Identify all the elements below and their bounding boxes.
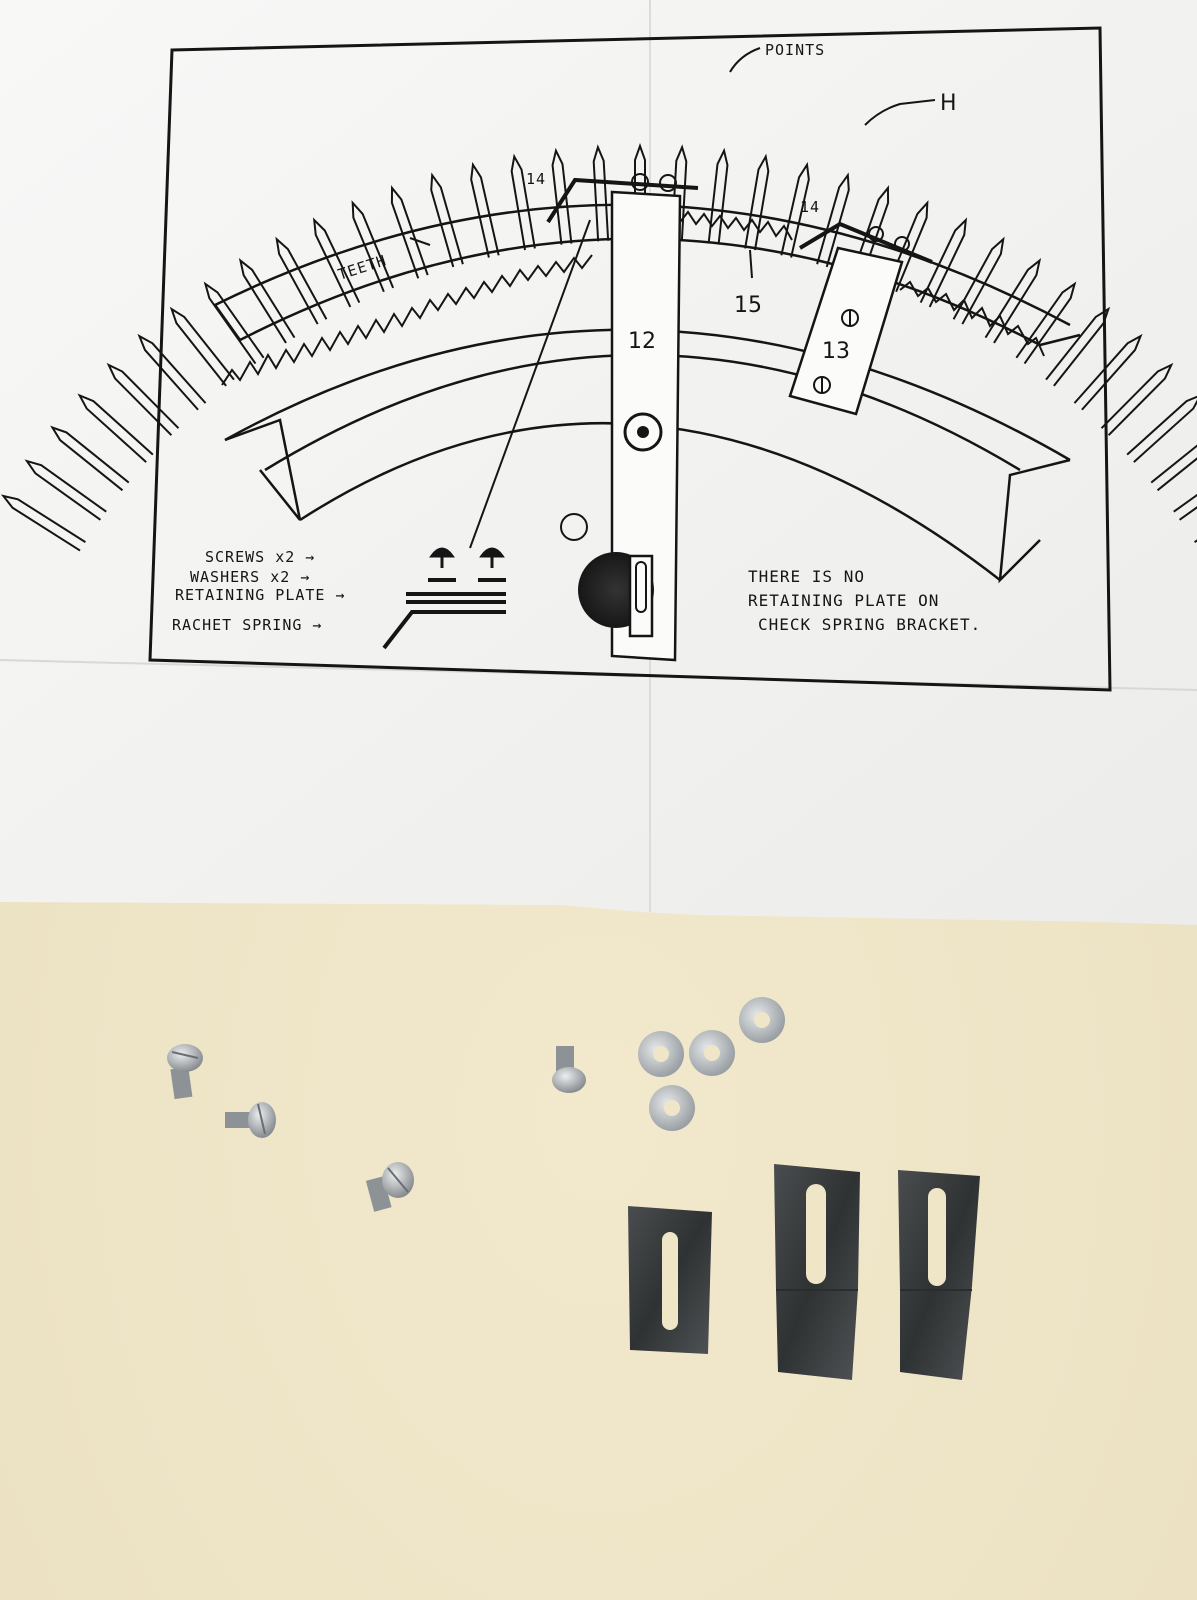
screw (365, 1162, 414, 1212)
point-tooth (1015, 281, 1077, 365)
point-tooth (77, 393, 154, 463)
point-tooth (312, 217, 361, 308)
point-tooth (744, 153, 770, 251)
point-tooth (984, 258, 1042, 344)
screw (167, 1044, 203, 1100)
point-tooth (137, 333, 207, 411)
note: THERE IS NO RETAINING PLATE ON CHECK SPR… (748, 567, 981, 634)
label-15: 15 (734, 293, 762, 318)
label-points: POINTS (765, 41, 825, 59)
point-tooth (24, 459, 107, 521)
point-tooth (1126, 395, 1197, 463)
strip-12 (610, 190, 682, 662)
hardware (167, 997, 980, 1380)
screw (225, 1102, 276, 1138)
label-12: 12 (628, 329, 656, 354)
point-tooth (390, 185, 429, 279)
note-line-2: RETAINING PLATE ON (748, 591, 939, 610)
parts-legend: SCREWS x2 → WASHERS x2 → RETAINING PLATE… (172, 547, 506, 650)
instruction-sheet (0, 0, 1197, 925)
screw-head-mark (631, 173, 649, 191)
screw-symbol (479, 547, 505, 568)
ratchet-spring-left (546, 177, 699, 224)
legend-rachet-spring: RACHET SPRING → (172, 616, 322, 634)
point-tooth (203, 281, 265, 365)
washer (739, 997, 785, 1043)
ratchet-spring-right (798, 221, 933, 264)
screw-head-mark (868, 226, 884, 242)
teeth-zigzag (221, 254, 593, 386)
point-tooth (275, 236, 328, 325)
point-tooth (551, 147, 573, 245)
leader-line-h (864, 99, 936, 126)
point-tooth (169, 306, 235, 387)
note-line-1: THERE IS NO (748, 567, 865, 586)
point-tooth (351, 200, 395, 293)
point-tooth (952, 236, 1005, 325)
legend-screws: SCREWS x2 → (205, 548, 315, 566)
point-tooth (470, 161, 500, 258)
point-tooth (1100, 362, 1174, 436)
rachet-spring (774, 1164, 860, 1380)
spring-symbol (382, 610, 506, 650)
legend-retaining-plate: RETAINING PLATE → (175, 586, 346, 604)
screw-symbol (429, 547, 455, 568)
point-tooth (816, 172, 850, 268)
point-tooth (106, 362, 180, 436)
spring-ball (578, 552, 654, 638)
point-tooth (510, 153, 536, 251)
note-line-3: CHECK SPRING BRACKET. (758, 615, 981, 634)
teeth-zigzag-right (679, 210, 1045, 357)
screw-head-mark (894, 236, 910, 252)
screw (552, 1046, 586, 1093)
leader-line-teeth (409, 237, 431, 246)
point-tooth (919, 217, 968, 308)
screw-head-mark (659, 174, 677, 192)
point-tooth (592, 144, 610, 242)
label-14-left: 14 (526, 170, 546, 188)
point-tooth (50, 425, 130, 492)
washer (689, 1030, 735, 1076)
label-h: H (940, 91, 957, 116)
washer (638, 1031, 684, 1077)
point-tooth (0, 494, 86, 552)
leader-line-points (729, 47, 761, 73)
legend-washers: WASHERS x2 → (190, 568, 310, 586)
check-spring (898, 1170, 980, 1380)
leader-line (469, 219, 591, 549)
label-14-right: 14 (800, 198, 820, 216)
point-tooth (1073, 333, 1143, 411)
washer (649, 1085, 695, 1131)
leader-line-15 (749, 249, 753, 279)
point-tooth (634, 143, 646, 240)
point-tooth (238, 258, 296, 344)
point-tooth (707, 147, 729, 245)
label-13: 13 (822, 339, 850, 364)
hole-mark (560, 513, 588, 541)
bracket-13 (788, 246, 904, 416)
point-tooth (780, 161, 810, 258)
point-tooth (430, 172, 464, 268)
point-tooth (1150, 444, 1197, 492)
point-tooth (1045, 306, 1111, 387)
retaining-plate (628, 1206, 712, 1354)
